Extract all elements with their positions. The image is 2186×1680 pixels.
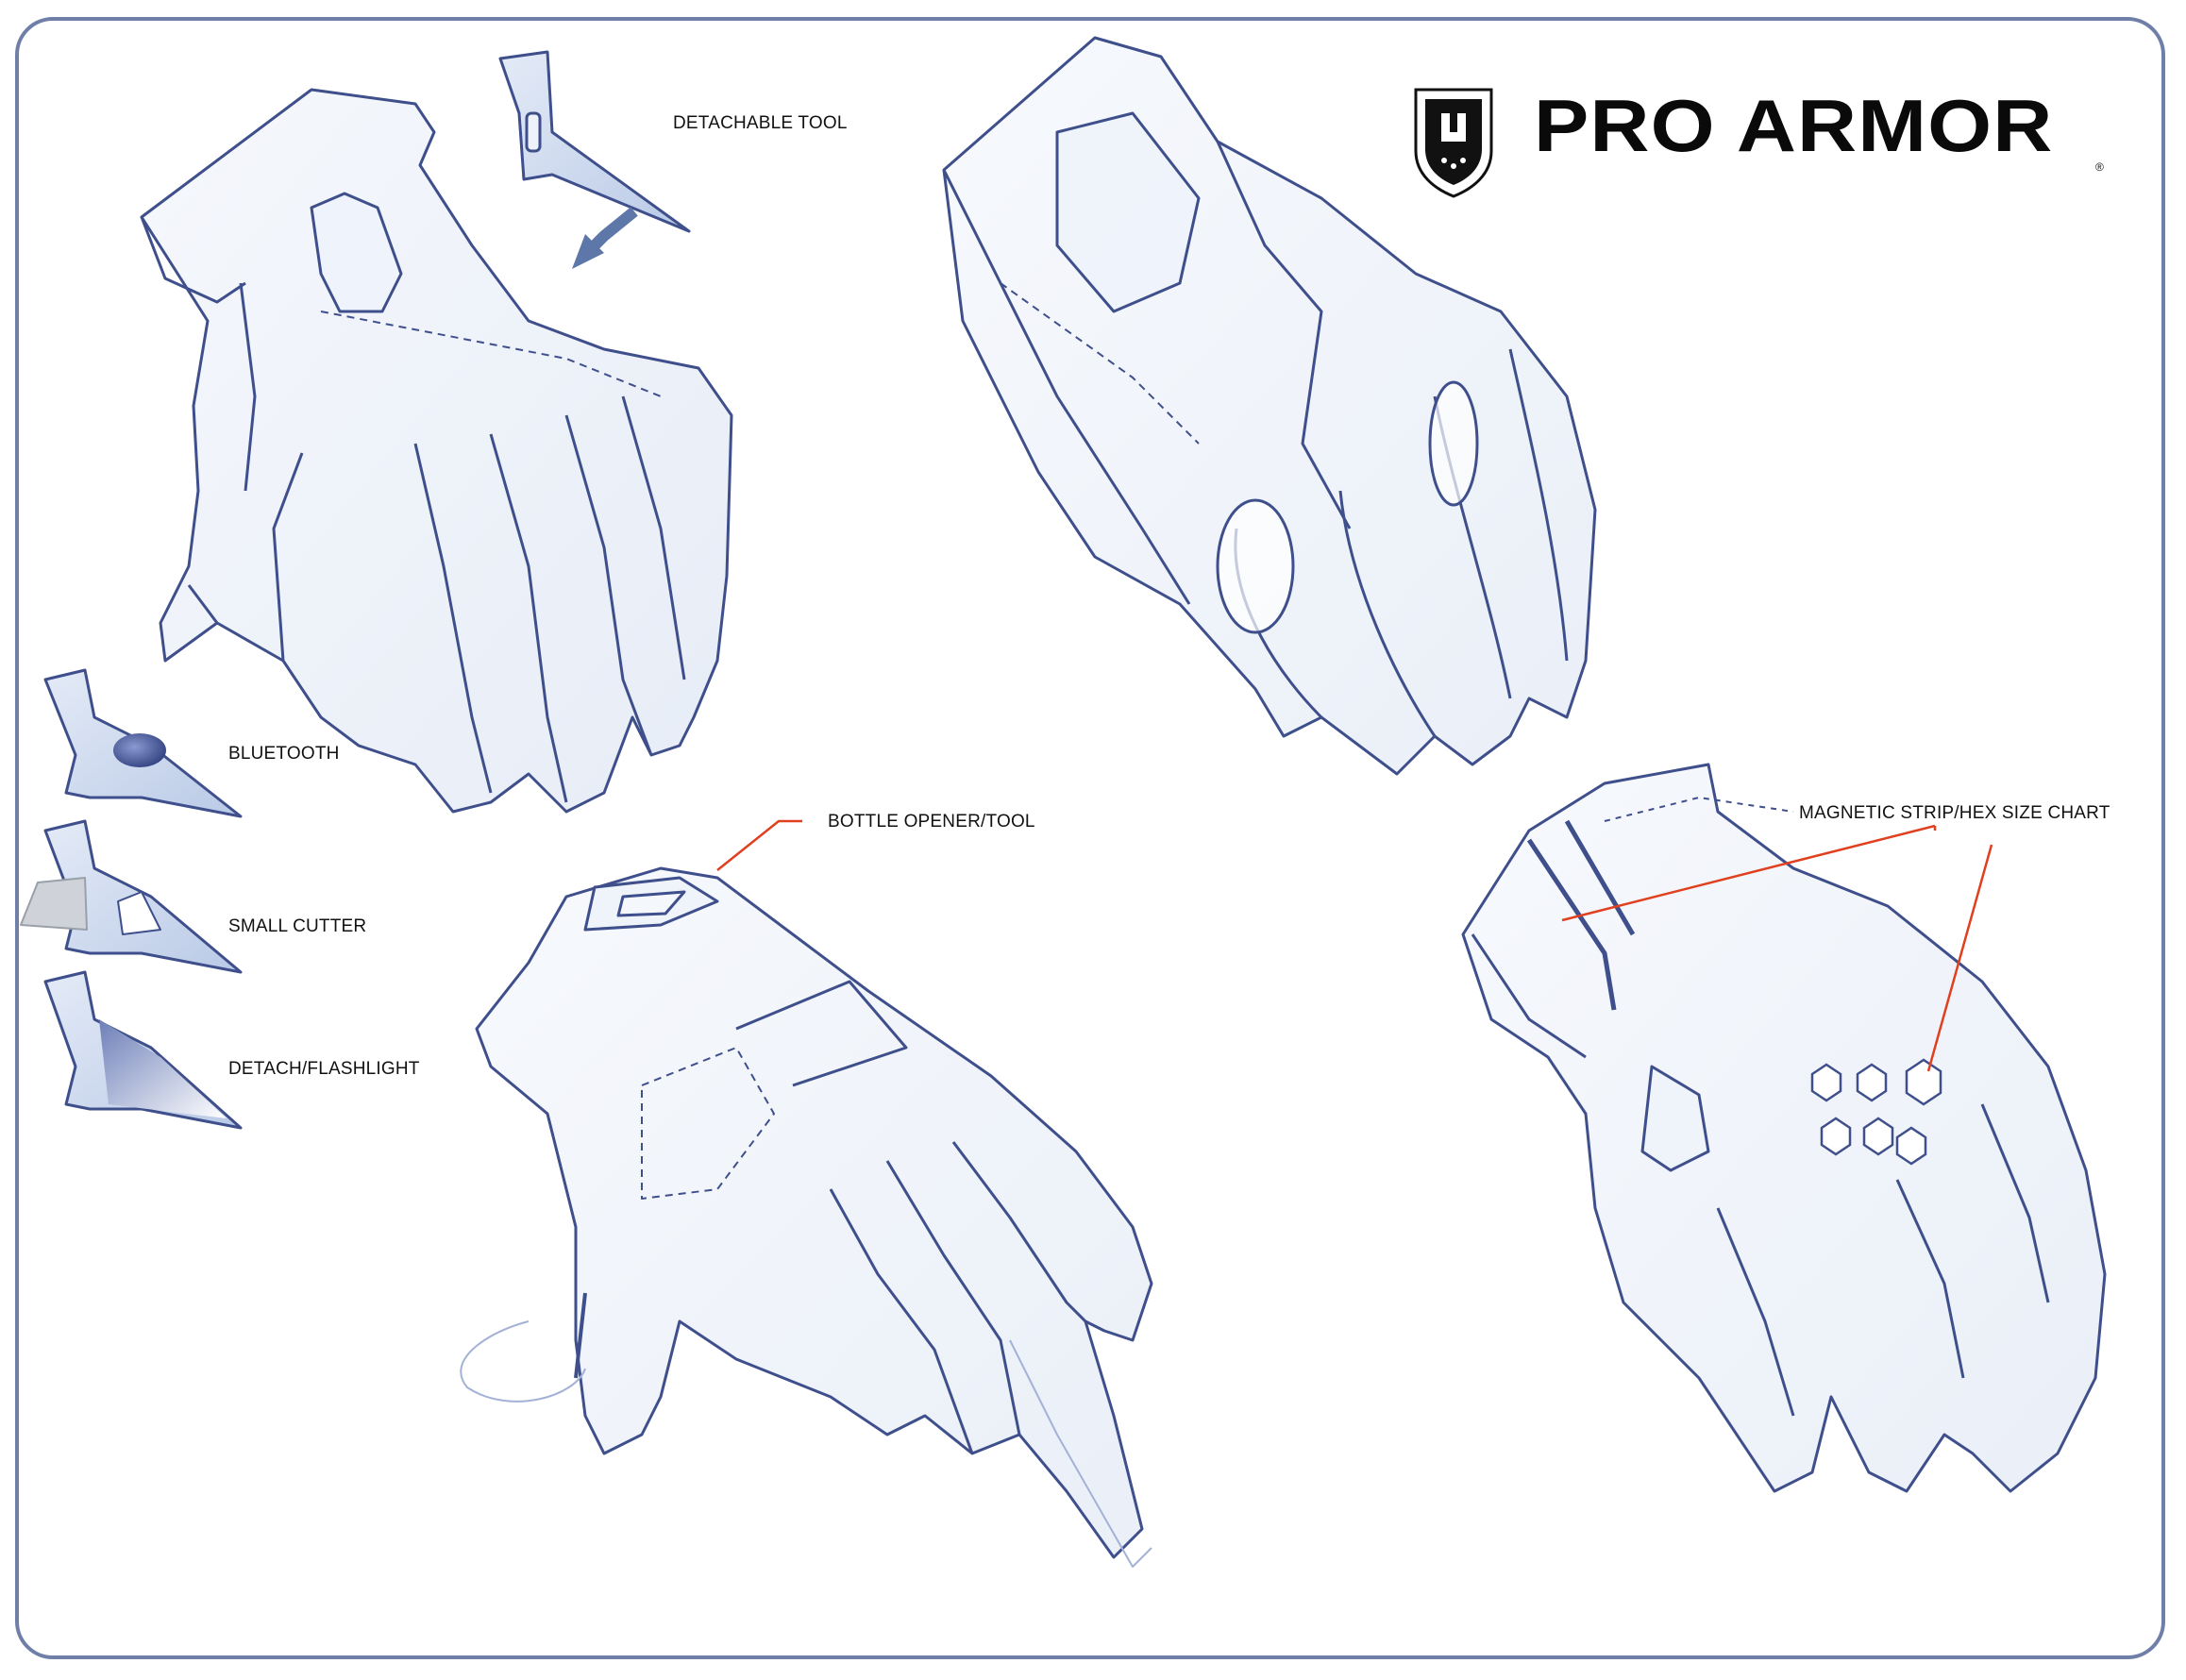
callout-leader-lines [716, 819, 1993, 1072]
hex-size-chart [1810, 1058, 1942, 1166]
insert-arrow-icon [572, 207, 638, 269]
small-cutter-sketch [20, 819, 243, 974]
detachable-tool-piece [498, 50, 691, 233]
pro-armor-shield-logo [1414, 88, 1493, 198]
glove-sketch-bottom-right [1461, 763, 2107, 1493]
label-magnetic-strip: MAGNETIC STRIP/HEX SIZE CHART [1799, 803, 2110, 823]
bluetooth-module-sketch [43, 668, 243, 818]
brand-wordmark: PRO ARMOR [1534, 84, 2054, 167]
label-small-cutter: SMALL CUTTER [228, 916, 367, 936]
label-detachable-tool: DETACHABLE TOOL [673, 113, 848, 133]
glove-sketch-top-left [140, 88, 733, 814]
glove-sketch-bottom-center [460, 866, 1153, 1568]
glove-sketch-top-center [942, 36, 1597, 776]
label-bluetooth: BLUETOOTH [228, 744, 340, 764]
label-detach-flashlight: DETACH/FLASHLIGHT [228, 1059, 420, 1079]
registered-mark: ® [2095, 160, 2104, 174]
label-bottle-opener: BOTTLE OPENER/TOOL [828, 812, 1035, 832]
flashlight-module-sketch [43, 970, 243, 1130]
